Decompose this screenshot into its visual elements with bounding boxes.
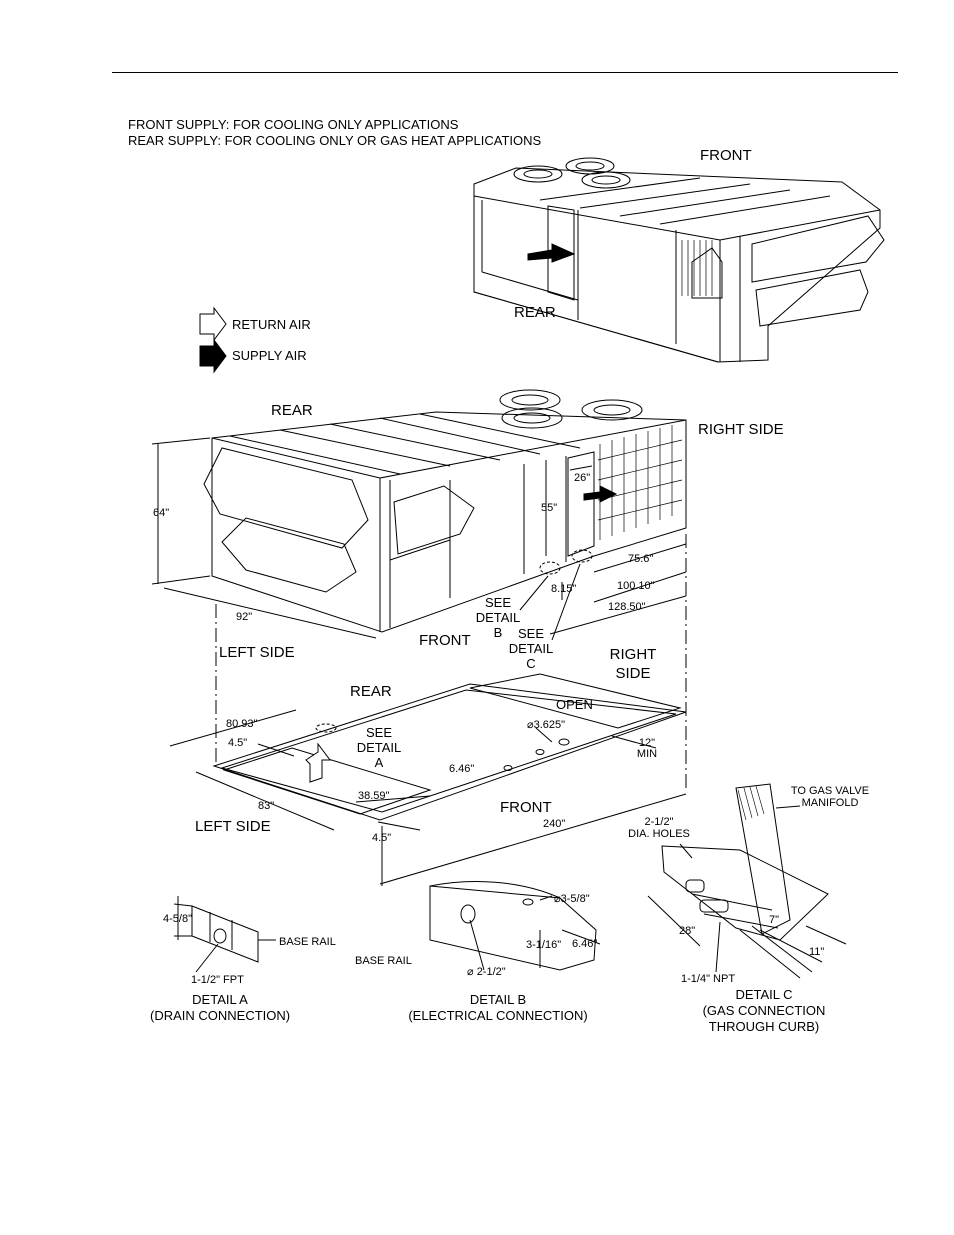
- main-rear-label: REAR: [271, 402, 313, 419]
- detail-c-npt: 1-1/4" NPT: [681, 973, 736, 985]
- dim-26: 26": [574, 472, 591, 484]
- see-detail-c-line1: SEE: [517, 626, 544, 641]
- detail-a-title: DETAIL A (DRAIN CONNECTION): [150, 992, 290, 1024]
- dim-2-1-2-value: 2-1/2": [476, 966, 506, 978]
- curb-right-line2: SIDE: [615, 665, 651, 682]
- dim-4-5-top: 4.5": [228, 737, 248, 749]
- legend-supply-air: SUPPLY AIR: [232, 348, 307, 363]
- main-unit-drawing: [151, 389, 687, 790]
- detail-b-drawing: [429, 881, 601, 971]
- see-detail-c-line2: DETAIL: [508, 641, 554, 656]
- dim-3-625-value: 3.625": [533, 719, 566, 731]
- dim-11: 11": [809, 946, 825, 958]
- detail-a-drawing: [173, 896, 276, 973]
- rear-supply-note: REAR SUPPLY: FOR COOLING ONLY OR GAS HEA…: [128, 133, 542, 148]
- dim-12-min-line1: 12": [638, 737, 656, 749]
- curb-open-label: OPEN: [556, 697, 593, 712]
- detail-b-title-line1: DETAIL B: [469, 992, 527, 1007]
- curb-right-side-label: RIGHT SIDE: [598, 645, 668, 683]
- detail-b-title: DETAIL B (ELECTRICAL CONNECTION): [398, 992, 598, 1024]
- top-front-label: FRONT: [700, 147, 752, 164]
- detail-a-title-line1: DETAIL A: [192, 992, 248, 1007]
- detail-c-holes-line1: 2-1/2": [644, 816, 674, 828]
- see-detail-a-line1: SEE: [365, 725, 392, 740]
- dim-240: 240": [543, 818, 566, 830]
- main-right-side-label: RIGHT SIDE: [698, 421, 784, 438]
- dim-7: 7": [769, 914, 780, 926]
- main-front-label: FRONT: [419, 632, 471, 649]
- dim-6-46-detail: 6.46": [572, 938, 598, 950]
- dim-4-5-8: 4-5/8": [163, 913, 192, 925]
- dim-12-min: 12" MIN: [632, 738, 662, 760]
- curb-rear-label: REAR: [350, 683, 392, 700]
- main-left-side-label: LEFT SIDE: [219, 644, 295, 661]
- diameter-symbol: ⌀: [527, 719, 534, 731]
- curb-right-line1: RIGHT: [609, 646, 657, 663]
- header-rule: [112, 72, 898, 73]
- detail-c-title: DETAIL C (GAS CONNECTION THROUGH CURB): [684, 987, 844, 1035]
- see-detail-b-line3: B: [493, 625, 503, 640]
- see-detail-b-line1: SEE: [484, 595, 511, 610]
- detail-c-holes: 2-1/2" DIA. HOLES: [614, 816, 704, 840]
- curb-left-side-label: LEFT SIDE: [195, 818, 271, 835]
- dim-80-93: 80.93": [226, 718, 258, 730]
- see-detail-b: SEE DETAIL B: [474, 595, 522, 640]
- dim-12-min-line2: MIN: [636, 748, 658, 760]
- dim-3-1-16: 3-1/16": [526, 939, 562, 951]
- dim-55: 55": [541, 502, 558, 514]
- dim-8-15: 8.15": [551, 583, 577, 595]
- dim-128-50: 128.50": [608, 601, 646, 613]
- diameter-symbol-b1: ⌀: [554, 893, 561, 905]
- detail-c-drawing: [647, 783, 847, 979]
- dim-75-6: 75.6": [628, 553, 654, 565]
- see-detail-c: SEE DETAIL C: [507, 626, 555, 671]
- detail-c-gas-valve-line2: MANIFOLD: [801, 797, 859, 809]
- top-unit-drawing: [473, 157, 885, 363]
- dim-38-59: 38.59": [358, 790, 390, 802]
- dim-3-5-8-value: 3-5/8": [560, 893, 590, 905]
- see-detail-c-line3: C: [526, 656, 536, 671]
- dim-3-625: ⌀3.625": [527, 718, 565, 731]
- detail-b-base-rail: BASE RAIL: [355, 955, 412, 967]
- diameter-symbol-b2: ⌀: [467, 966, 474, 978]
- dim-100-10: 100.10": [617, 580, 655, 592]
- detail-c-gas-valve-line1: TO GAS VALVE: [790, 785, 870, 797]
- curb-front-label: FRONT: [500, 799, 552, 816]
- detail-a-fpt: 1-1/2" FPT: [191, 974, 244, 986]
- detail-b-title-line2: (ELECTRICAL CONNECTION): [408, 1008, 588, 1023]
- dim-4-5-bottom: 4.5": [372, 832, 392, 844]
- see-detail-a-line3: A: [374, 755, 384, 770]
- detail-a-title-line2: (DRAIN CONNECTION): [150, 1008, 291, 1023]
- legend-return-air: RETURN AIR: [232, 317, 311, 332]
- curb-drawing: [169, 673, 687, 886]
- dim-2-1-2: ⌀ 2-1/2": [467, 965, 506, 978]
- detail-c-title-line3: THROUGH CURB): [708, 1019, 820, 1034]
- dim-64: 64": [153, 507, 170, 519]
- front-supply-note: FRONT SUPPLY: FOR COOLING ONLY APPLICATI…: [128, 117, 459, 132]
- legend-arrows: [199, 306, 227, 374]
- top-rear-label: REAR: [514, 304, 556, 321]
- dim-83: 83": [258, 800, 275, 812]
- detail-c-title-line2: (GAS CONNECTION: [702, 1003, 826, 1018]
- dim-92: 92": [236, 611, 253, 623]
- detail-c-gas-valve: TO GAS VALVE MANIFOLD: [784, 785, 876, 809]
- see-detail-b-line2: DETAIL: [475, 610, 521, 625]
- detail-c-holes-line2: DIA. HOLES: [628, 828, 690, 840]
- dim-28: 28": [679, 925, 696, 937]
- detail-c-title-line1: DETAIL C: [735, 987, 793, 1002]
- dim-6-46-curb: 6.46": [449, 763, 475, 775]
- see-detail-a-line2: DETAIL: [356, 740, 402, 755]
- dim-3-5-8: ⌀3-5/8": [554, 892, 590, 905]
- detail-a-base-rail: BASE RAIL: [279, 936, 336, 948]
- see-detail-a: SEE DETAIL A: [355, 725, 403, 770]
